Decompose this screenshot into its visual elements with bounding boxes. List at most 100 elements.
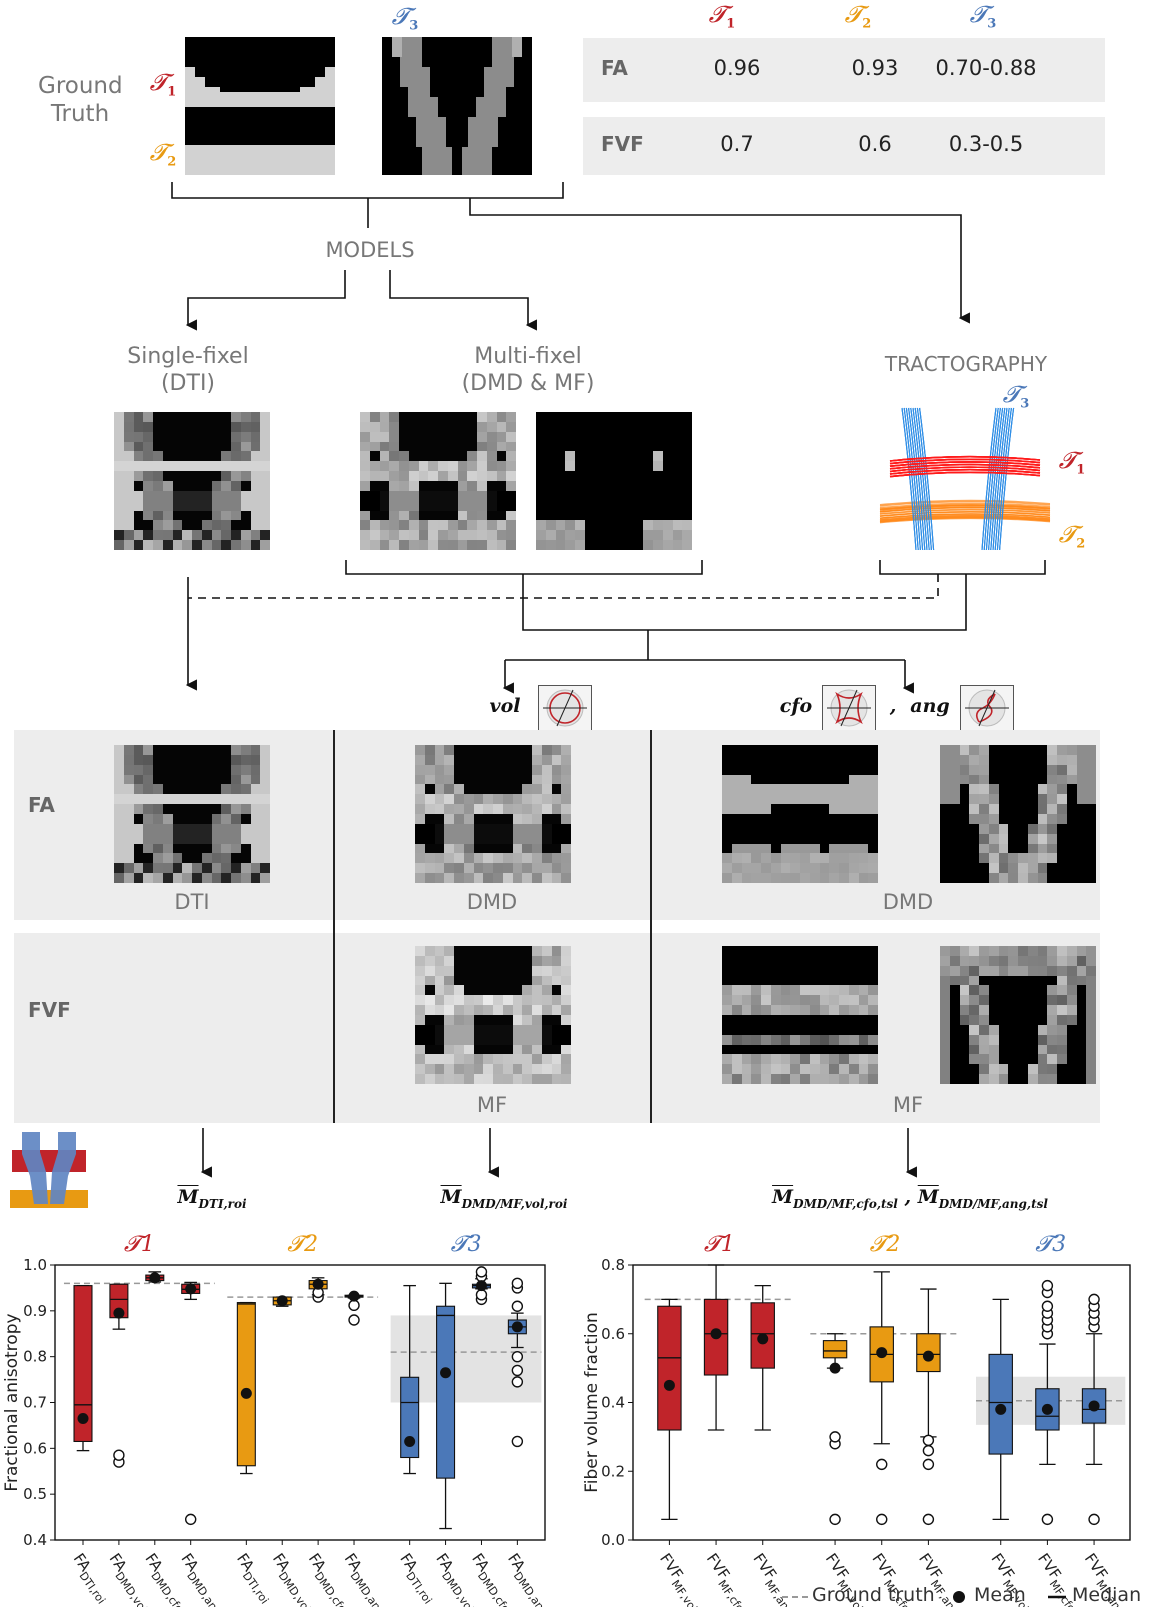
outlier (922, 1458, 935, 1471)
outlier (348, 1314, 360, 1326)
metric-vol: MDMD/MF,vol,roi (440, 1186, 568, 1211)
y-tick-label: 0.4 (601, 1394, 625, 1412)
cfo-glyph-icon (822, 685, 876, 731)
outlier (511, 1376, 524, 1388)
vol-label: vol (489, 695, 521, 717)
box (822, 1340, 848, 1359)
ground-truth-label: Ground Truth (38, 72, 123, 128)
fa-dti-map (114, 745, 270, 883)
outlier (876, 1458, 888, 1471)
y-axis-label: Fractional anisotropy (2, 1313, 22, 1491)
x-tick-label: FADMD,ang,tsl (501, 1550, 568, 1607)
fvf-row-label: FVF (28, 998, 71, 1022)
outlier (184, 1513, 197, 1526)
outlier (922, 1513, 935, 1526)
table-cell: 0.93 (851, 56, 899, 80)
legend-ground-truth-label: Ground truth (812, 1584, 935, 1606)
legend-median-line (1048, 1595, 1066, 1599)
mean-marker (77, 1413, 89, 1425)
legend-mean-label: Mean (974, 1584, 1026, 1606)
group-label: 𝓣3 (1035, 1232, 1066, 1257)
outlier (1088, 1513, 1100, 1526)
table-header-t1: 𝓣1 (708, 2, 736, 32)
mean-marker (922, 1350, 934, 1362)
y-tick-label: 1.0 (23, 1256, 47, 1274)
fa-dmd-t3-map (940, 745, 1096, 883)
outlier (511, 1277, 524, 1290)
y-tick-label: 0.8 (23, 1348, 47, 1366)
mean-marker (1088, 1400, 1100, 1412)
mean-marker (312, 1278, 324, 1290)
tract-t2-symbol: 𝓣2 (1058, 522, 1086, 552)
outlier (829, 1513, 841, 1526)
y-tick-label: 0.0 (601, 1531, 625, 1549)
y-tick-label: 0.8 (601, 1256, 625, 1274)
vol-glyph-icon (538, 685, 592, 731)
tractography-image (879, 407, 1051, 551)
mean-marker (876, 1347, 888, 1359)
table-cell: 0.6 (858, 132, 892, 156)
gt-t2-symbol: 𝓣2 (149, 140, 177, 170)
x-tick-label: FADMD,ang,tsl (174, 1550, 241, 1607)
comma-label: , (889, 695, 897, 717)
y-axis-label: Fiber volume fraction (582, 1312, 602, 1493)
mean-marker (440, 1367, 452, 1379)
x-tick-label: FADMD,ang,tsl (337, 1550, 404, 1607)
mean-marker (149, 1272, 161, 1284)
roi-icon (10, 1132, 88, 1208)
multi-fixel-label: Multi-fixel (DMD & MF) (462, 343, 595, 397)
y-tick-label: 0.6 (601, 1325, 625, 1343)
models-label: MODELS (325, 238, 415, 262)
table-cell: 0.3-0.5 (948, 132, 1024, 156)
panel-divider-1 (333, 730, 335, 1123)
flow-connectors (171, 182, 1046, 1178)
outlier (829, 1431, 841, 1443)
box (657, 1305, 682, 1431)
tract-t1-symbol: 𝓣1 (1058, 448, 1086, 478)
legend-ground-truth-line (782, 1596, 808, 1598)
y-tick-label: 0.4 (23, 1531, 47, 1549)
tract-t3-symbol: 𝓣3 (1002, 382, 1030, 412)
mean-marker (710, 1328, 722, 1340)
ground-truth-label-line2: Truth (50, 101, 110, 127)
mean-marker (348, 1290, 360, 1302)
ang-glyph-icon (960, 685, 1014, 731)
box (436, 1305, 456, 1479)
single-fixel-label: Single-fixel (DTI) (127, 343, 248, 397)
ground-truth-label-line1: Ground (38, 73, 123, 99)
y-tick-label: 0.6 (23, 1439, 47, 1457)
legend-median-label: Median (1072, 1584, 1142, 1606)
table-row-name: FA (601, 56, 628, 80)
metric-dti: MDTI,roi (177, 1186, 247, 1211)
box (236, 1302, 256, 1467)
outlier (1041, 1279, 1054, 1292)
box (73, 1285, 93, 1443)
outlier (1041, 1513, 1054, 1526)
fa-dmd-t1-map (722, 745, 878, 883)
dmd-model-map (360, 412, 516, 550)
outlier (922, 1434, 935, 1447)
mf-tsl-panel-label: MF (892, 1093, 924, 1117)
tractography-label: TRACTOGRAPHY (884, 352, 1048, 376)
gt-map-t1-t2 (185, 37, 335, 175)
table-header-t2: 𝓣2 (844, 2, 872, 32)
mean-marker (829, 1362, 841, 1374)
outlier (511, 1364, 524, 1377)
table-header-t3: 𝓣3 (969, 2, 997, 32)
fvf-mf-t3-map (940, 946, 1096, 1084)
group-label: 𝓣2 (870, 1232, 901, 1257)
mean-marker (276, 1295, 288, 1307)
mf-model-map (536, 412, 692, 550)
metric-tsl: MDMD/MF,cfo,tsl , MDMD/MF,ang,tsl (772, 1186, 1048, 1211)
outlier (511, 1435, 524, 1448)
outlier (1088, 1293, 1100, 1306)
dmd-vol-panel-label: DMD (466, 890, 518, 914)
y-tick-label: 0.2 (601, 1462, 625, 1480)
cfo-label: cfo (779, 695, 813, 717)
outlier (1041, 1300, 1054, 1312)
mean-marker (240, 1387, 252, 1399)
group-label: 𝓣1 (124, 1232, 155, 1257)
mean-marker (1041, 1403, 1053, 1415)
table-cell: 0.7 (720, 132, 754, 156)
gt-map-t3 (382, 37, 532, 175)
